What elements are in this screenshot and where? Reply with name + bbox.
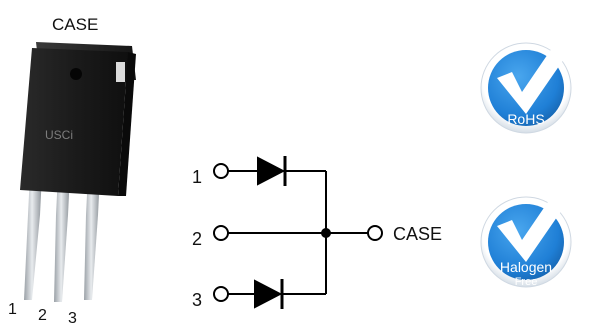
rohs-badge: RoHS	[480, 42, 572, 134]
package-brand: USCi	[45, 128, 73, 142]
package-pin-3: 3	[68, 310, 77, 323]
terminal-2	[213, 225, 229, 241]
package-body	[20, 48, 128, 196]
terminal-case	[367, 225, 383, 241]
lead-1	[24, 174, 42, 300]
lead-3	[84, 174, 100, 300]
checkmark-icon	[497, 48, 566, 114]
package-edge	[118, 52, 136, 196]
terminal-1	[213, 163, 229, 179]
lead-2	[54, 174, 70, 302]
package-case-label: CASE	[52, 15, 98, 34]
schematic-pin-2: 2	[192, 229, 202, 249]
diode-1-triangle	[257, 156, 286, 186]
mounting-hole	[70, 68, 82, 80]
checkmark-icon	[497, 196, 566, 262]
package-pin-1: 1	[8, 301, 17, 318]
terminal-3	[213, 286, 229, 302]
package-pin-2: 2	[38, 307, 47, 323]
rohs-badge-label: RoHS	[507, 111, 544, 127]
schematic-pin-1: 1	[192, 167, 202, 187]
halogen-badge-line2: Free	[515, 276, 538, 288]
halogen-badge-line1: Halogen	[500, 259, 552, 275]
schematic	[213, 156, 383, 309]
to247-package: CASE USCi 1 2 3	[8, 15, 136, 323]
package-leads	[24, 174, 100, 302]
diode-3-triangle	[254, 279, 283, 309]
schematic-case-label: CASE	[393, 224, 442, 244]
package-notch	[116, 62, 125, 82]
schematic-pin-3: 3	[192, 290, 202, 310]
halogen-free-badge: Halogen Free	[480, 196, 572, 288]
